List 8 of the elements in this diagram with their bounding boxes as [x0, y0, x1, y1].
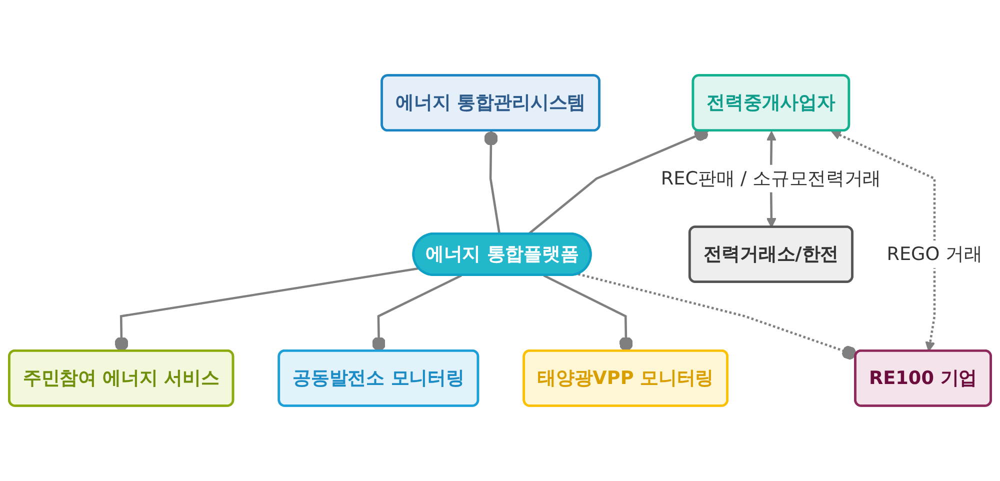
arrow [830, 130, 936, 352]
connector [484, 130, 501, 234]
connector [372, 274, 462, 352]
connector [114, 267, 420, 352]
connector [543, 274, 633, 352]
edge-label: REGO 거래 [886, 242, 982, 265]
connector [578, 272, 856, 360]
edge-label: REC판매 / 소규모전력거래 [660, 167, 882, 189]
